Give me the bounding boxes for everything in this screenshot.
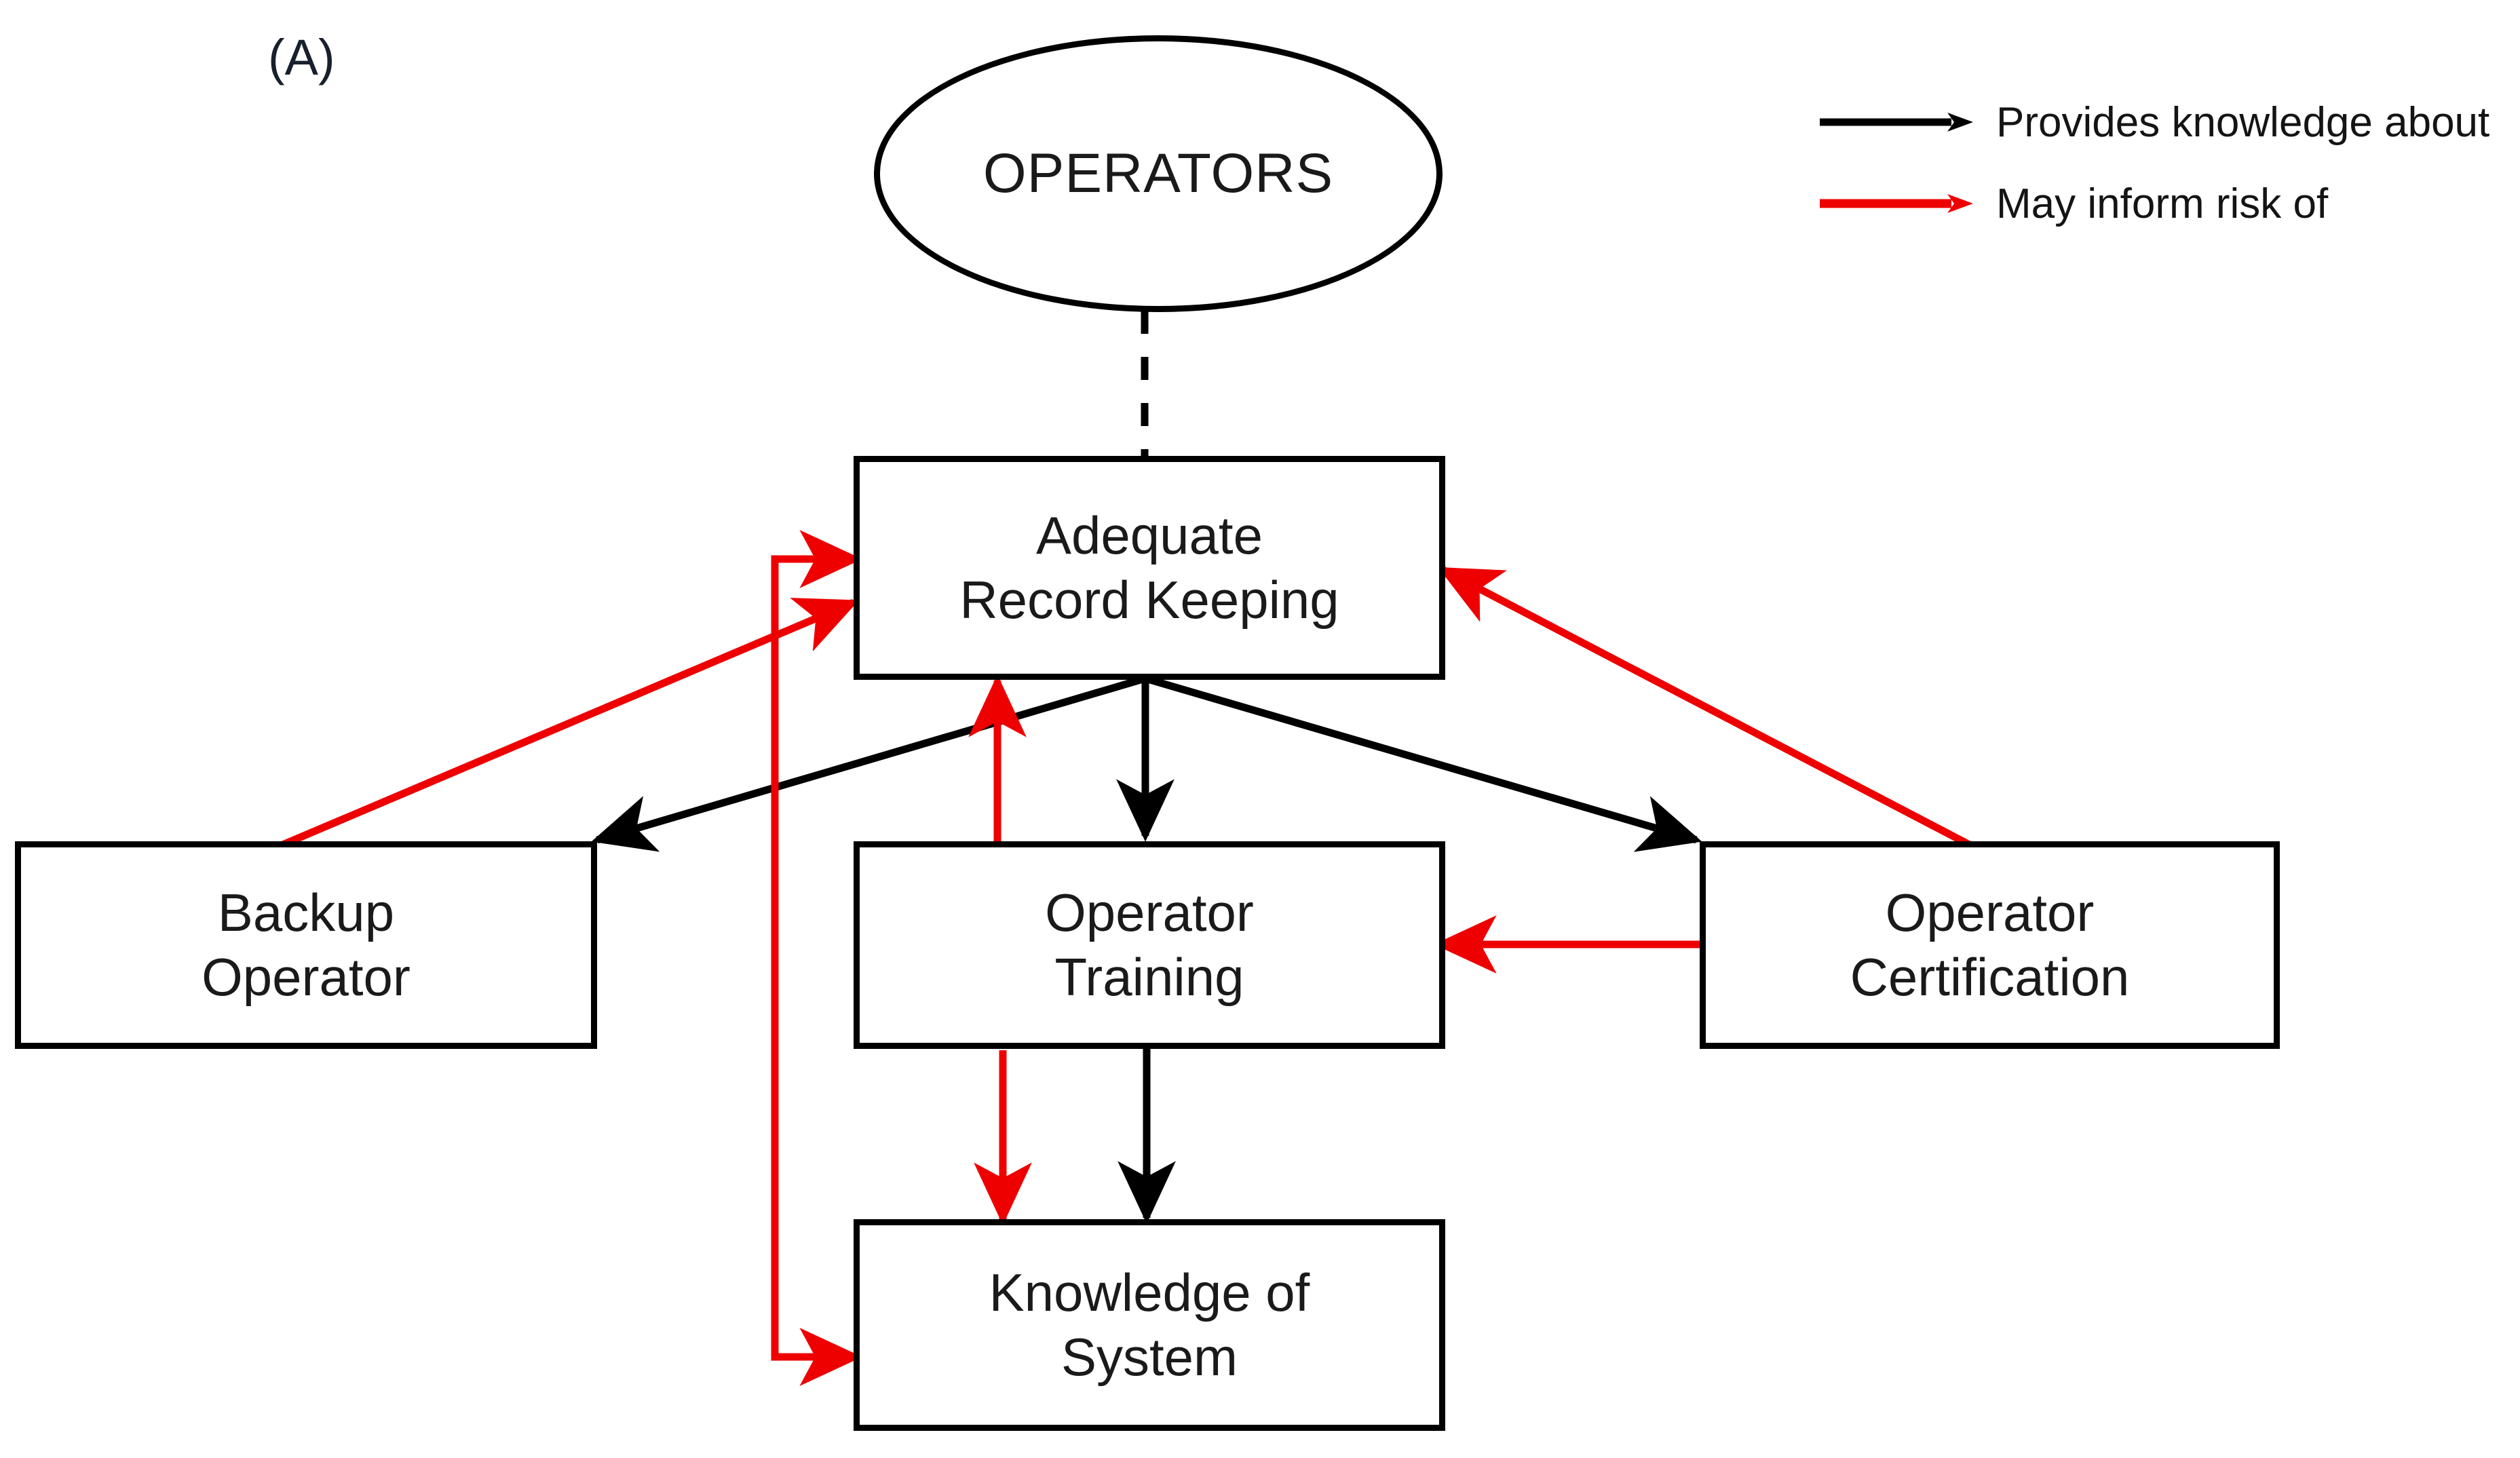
node-operators-label: OPERATORS <box>982 142 1334 204</box>
legend-label-provides-knowledge: Provides knowledge about <box>1996 98 2490 146</box>
node-operator-training[interactable]: Operator Training <box>854 841 1445 1049</box>
node-record-keeping-label: Adequate Record Keeping <box>959 505 1339 630</box>
legend-item-may-inform-risk: May inform risk of <box>1818 163 2489 244</box>
black-arrow-icon <box>1818 109 1974 136</box>
node-operator-training-label: Operator Training <box>1045 882 1254 1007</box>
edge-record-keeping-to-backup-operator <box>591 674 1147 852</box>
node-backup-operator[interactable]: Backup Operator <box>15 841 597 1049</box>
edge-record-keeping-to-operator-certification <box>1144 674 1702 852</box>
node-knowledge-of-system-label: Knowledge of System <box>989 1262 1310 1387</box>
edge-operator-certification-to-record-keeping <box>1438 567 1993 860</box>
legend-label-may-inform-risk: May inform risk of <box>1996 180 2329 227</box>
legend: Provides knowledge about May inform risk… <box>1818 81 2489 244</box>
legend-item-provides-knowledge: Provides knowledge about <box>1818 81 2489 163</box>
node-backup-operator-label: Backup Operator <box>202 882 411 1007</box>
node-operator-certification[interactable]: Operator Certification <box>1700 841 2280 1049</box>
red-arrow-icon <box>1818 190 1974 217</box>
node-operators[interactable]: OPERATORS <box>874 35 1443 312</box>
node-knowledge-of-system[interactable]: Knowledge of System <box>854 1219 1445 1431</box>
edge-red-elbow-spine <box>771 555 854 1361</box>
node-operator-certification-label: Operator Certification <box>1850 882 2130 1007</box>
panel-label: (A) <box>268 29 335 85</box>
edge-backup-operator-to-record-keeping <box>273 598 860 852</box>
node-record-keeping[interactable]: Adequate Record Keeping <box>854 456 1445 680</box>
